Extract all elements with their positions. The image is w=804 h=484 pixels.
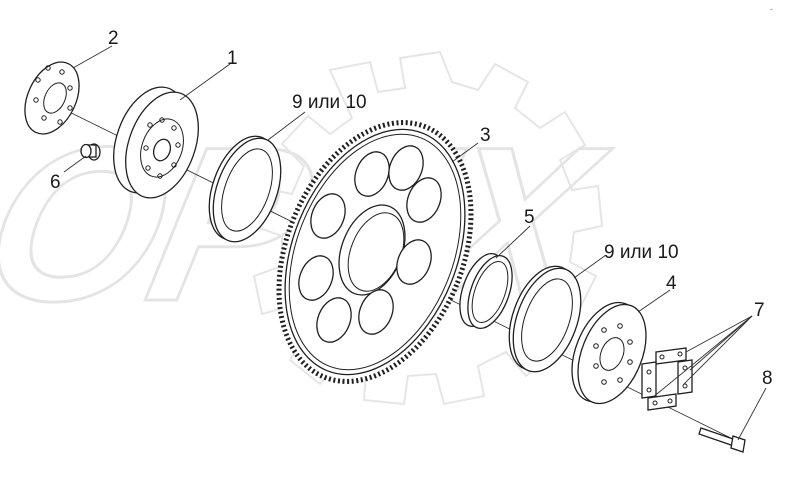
callout-9-10-second: 9 или 10 <box>604 242 679 263</box>
watermark-gear <box>252 50 604 406</box>
callout-7: 7 <box>754 300 765 321</box>
part-3-sprocket <box>276 120 474 384</box>
leader-lines <box>63 45 767 441</box>
callout-1: 1 <box>227 48 238 69</box>
callout-8: 8 <box>762 368 773 389</box>
callout-3: 3 <box>480 125 491 146</box>
callouts: 2 1 9 или 10 3 6 5 9 или 10 4 7 8 <box>50 28 773 389</box>
part-6-bolt <box>80 143 101 161</box>
part-2-flange <box>24 61 80 135</box>
part-9-10-ring-1 <box>208 135 282 243</box>
part-1-hub <box>113 86 199 199</box>
part-5-bushing <box>459 253 513 329</box>
part-8-long-bolt <box>698 427 746 453</box>
callout-4: 4 <box>666 273 677 294</box>
corner-mark: - <box>770 4 773 14</box>
callout-9-10-first: 9 или 10 <box>292 92 367 113</box>
part-9-10-ring-2 <box>508 265 582 373</box>
callout-6: 6 <box>50 172 61 193</box>
part-7-lock-plates <box>641 347 693 411</box>
part-4-pressure-plate <box>571 301 647 405</box>
callout-2: 2 <box>108 28 119 49</box>
callout-5: 5 <box>524 207 535 228</box>
